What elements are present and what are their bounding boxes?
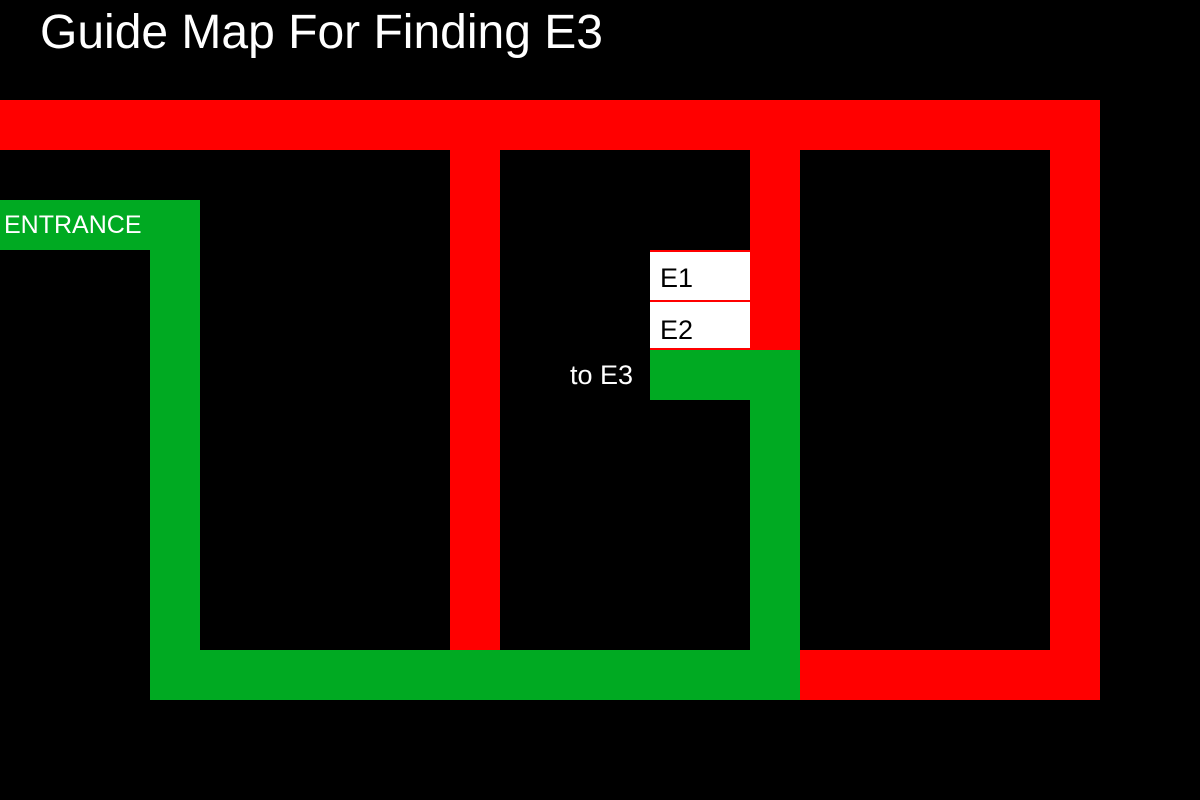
room-e1-label: E1 xyxy=(660,263,694,293)
corridor-bottom-right xyxy=(800,650,1100,700)
corridor-left-vertical xyxy=(450,150,500,650)
route-bottom xyxy=(200,650,800,700)
room-e2: E2 xyxy=(650,300,750,350)
route-to-e3 xyxy=(650,350,800,400)
to-e3-label: to E3 xyxy=(569,360,633,390)
room-e2-label: E2 xyxy=(660,315,694,345)
route-left-vertical xyxy=(150,250,200,700)
map-title: Guide Map For Finding E3 xyxy=(40,6,603,59)
corridor-center-vertical xyxy=(750,150,800,350)
corridor-right-vertical xyxy=(1050,150,1100,700)
corridor-top xyxy=(0,100,1100,150)
route-right-vertical xyxy=(750,400,800,650)
room-e1: E1 xyxy=(650,250,750,302)
entrance-label: ENTRANCE xyxy=(4,211,142,239)
route-entrance xyxy=(0,200,200,250)
